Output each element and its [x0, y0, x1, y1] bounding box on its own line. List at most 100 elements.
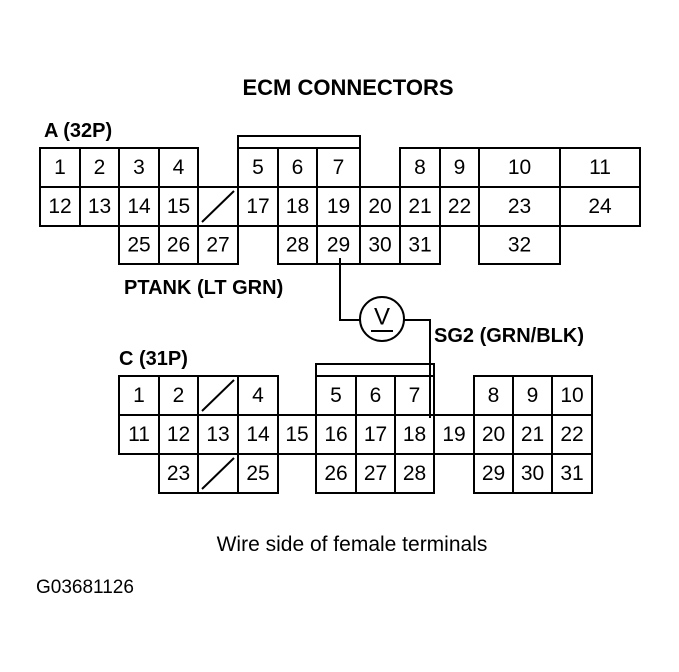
pin-box	[277, 186, 318, 227]
pin-number: 9	[527, 384, 539, 407]
pin-cell: 3	[118, 147, 160, 188]
pin-box	[237, 375, 279, 416]
pin-cell: 17	[237, 186, 279, 227]
pin-cell: 22	[439, 186, 480, 227]
pin-cell: 12	[39, 186, 81, 227]
pin-box	[237, 414, 279, 455]
pin-cell: 4	[237, 375, 279, 416]
pin-number: 13	[88, 195, 111, 218]
pin-cell: 19	[316, 186, 361, 227]
pin-cell: 2	[158, 375, 199, 416]
pin-number: 17	[246, 195, 269, 218]
pin-number: 22	[448, 195, 471, 218]
pin-box	[512, 414, 553, 455]
pin-cell: 22	[551, 414, 593, 455]
ptank-probe-wire	[339, 258, 360, 321]
pin-cell	[197, 375, 239, 416]
pin-cell: 11	[118, 414, 160, 455]
pin-box	[277, 225, 318, 265]
pin-cell: 9	[512, 375, 553, 416]
pin-number: 2	[94, 156, 106, 179]
pin-box	[197, 225, 239, 265]
pin-number: 11	[589, 156, 611, 179]
pin-cell: 5	[315, 375, 357, 416]
pin-number: 29	[482, 462, 505, 485]
pin-cell: 15	[277, 414, 317, 455]
pin-cell: 28	[277, 225, 318, 265]
pin-number: 18	[286, 195, 309, 218]
pin-cell: 25	[237, 453, 279, 494]
pin-cell: 5	[237, 147, 279, 188]
pin-number: 6	[370, 384, 382, 407]
pin-number: 21	[408, 195, 431, 218]
pin-box	[158, 225, 199, 265]
pin-cell: 26	[158, 225, 199, 265]
figure-code: G03681126	[36, 577, 134, 598]
pin-cell: 8	[399, 147, 441, 188]
caption: Wire side of female terminals	[217, 533, 488, 556]
pin-box	[158, 453, 199, 494]
pin-cell: 9	[439, 147, 480, 188]
pin-number: 5	[330, 384, 342, 407]
pin-cell: 26	[315, 453, 357, 494]
pin-cell: 23	[158, 453, 199, 494]
pin-number: 1	[133, 384, 145, 407]
pin-number: 24	[588, 195, 612, 218]
pin-cell: 7	[394, 375, 435, 416]
pin-number: 23	[508, 195, 531, 218]
pin-cell: 10	[478, 147, 561, 188]
pin-number: 20	[482, 423, 505, 446]
pin-number: 4	[173, 156, 185, 179]
pin-cell	[197, 453, 239, 494]
pin-number: 30	[368, 234, 391, 257]
pin-box	[478, 147, 561, 188]
pin-cell: 6	[355, 375, 396, 416]
pin-box	[158, 147, 199, 188]
pin-number: 8	[488, 384, 500, 407]
pin-box	[237, 453, 279, 494]
pin-cell: 12	[158, 414, 199, 455]
pin-cell: 21	[399, 186, 441, 227]
unused-pin-slash	[201, 379, 235, 412]
pin-cell: 31	[399, 225, 441, 265]
pin-cell: 1	[39, 147, 81, 188]
pin-number: 9	[454, 156, 466, 179]
sg2-probe-wire	[404, 319, 431, 418]
pin-cell: 14	[237, 414, 279, 455]
pin-number: 15	[167, 195, 190, 218]
pin-cell	[197, 186, 239, 227]
pin-number: 19	[442, 423, 465, 446]
pin-cell: 8	[473, 375, 514, 416]
pin-number: 8	[414, 156, 426, 179]
pin-box	[158, 375, 199, 416]
pin-box	[394, 453, 435, 494]
pin-number: 16	[324, 423, 347, 446]
pin-cell: 25	[118, 225, 160, 265]
pin-box	[478, 225, 561, 265]
pin-cell: 7	[316, 147, 361, 188]
pin-number: 15	[285, 423, 308, 446]
pin-box	[355, 375, 396, 416]
pin-number: 32	[508, 234, 531, 257]
pin-number: 14	[246, 423, 270, 446]
pin-number: 7	[409, 384, 421, 407]
pin-cell: 27	[197, 225, 239, 265]
pin-number: 22	[560, 423, 583, 446]
pin-cell: 30	[512, 453, 553, 494]
pin-cell: 13	[197, 414, 239, 455]
pin-box	[79, 186, 120, 227]
connector-c-lock-tab	[315, 363, 435, 376]
pin-cell: 20	[359, 186, 401, 227]
pin-number: 20	[368, 195, 391, 218]
pin-number: 18	[403, 423, 426, 446]
pin-number: 27	[364, 462, 387, 485]
pin-cell: 20	[473, 414, 514, 455]
pin-cell: 16	[315, 414, 357, 455]
pin-number: 31	[408, 234, 431, 257]
pin-number: 27	[206, 234, 229, 257]
pin-cell: 6	[277, 147, 318, 188]
pin-cell: 29	[473, 453, 514, 494]
